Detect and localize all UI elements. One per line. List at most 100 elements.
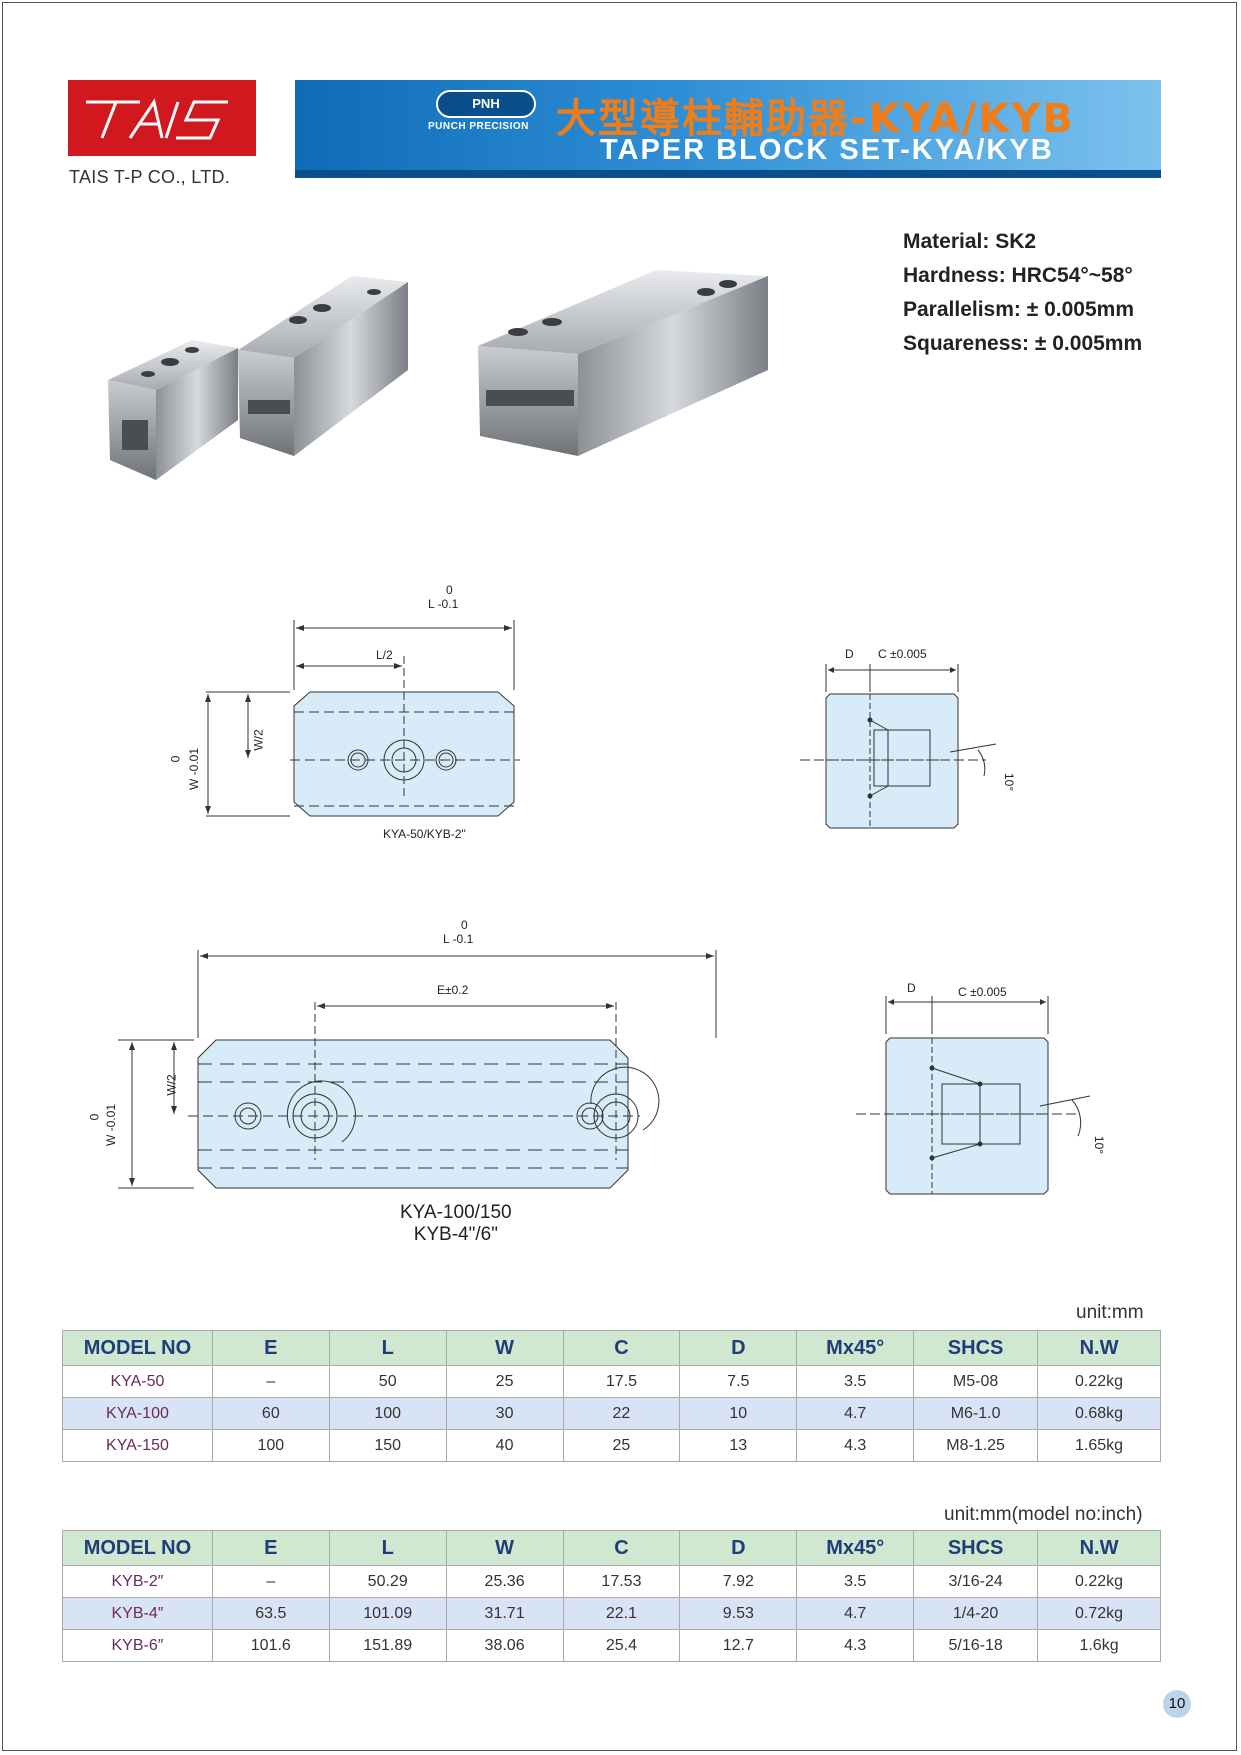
cell: KYB-4″ bbox=[62, 1597, 213, 1630]
cell: 0.68kg bbox=[1037, 1397, 1161, 1430]
cell: 1.65kg bbox=[1037, 1429, 1161, 1462]
cell: 12.7 bbox=[679, 1629, 798, 1662]
cell: 100 bbox=[328, 1397, 447, 1430]
cell: 151.89 bbox=[328, 1629, 447, 1662]
cell: 22.1 bbox=[562, 1597, 681, 1630]
kya-col-model: MODEL NO bbox=[62, 1330, 213, 1366]
cell: KYA-100 bbox=[62, 1397, 213, 1430]
d1-tol-top: 0 bbox=[446, 583, 453, 597]
s2-angle-label: 10° bbox=[1092, 1135, 1107, 1155]
kyb-spec-table: MODEL NO E L W C D Mx45° SHCS N.W KYB-2″… bbox=[62, 1530, 1161, 1662]
kya-col-e: E bbox=[211, 1330, 330, 1366]
cell: 0.22kg bbox=[1037, 1565, 1161, 1598]
cell: 7.92 bbox=[679, 1565, 798, 1598]
d1-length-label: L -0.1 bbox=[428, 597, 459, 611]
d2-caption-line2: KYB-4"/6" bbox=[413, 1224, 498, 1245]
d1-width-label: W -0.01 bbox=[187, 747, 201, 790]
cell: KYB-2″ bbox=[62, 1565, 213, 1598]
cell: 101.6 bbox=[211, 1629, 330, 1662]
kya-col-w: W bbox=[445, 1330, 564, 1366]
kya-col-c: C bbox=[562, 1330, 681, 1366]
kya-spec-table: MODEL NO E L W C D Mx45° SHCS N.W KYA-50… bbox=[62, 1330, 1161, 1462]
cell: 17.5 bbox=[562, 1365, 681, 1398]
kyb-col-l: L bbox=[328, 1530, 447, 1566]
cell: KYB-6″ bbox=[62, 1629, 213, 1662]
cell: 31.71 bbox=[445, 1597, 564, 1630]
cell: 1/4-20 bbox=[913, 1597, 1039, 1630]
d2-width-label: W -0.01 bbox=[104, 1103, 118, 1146]
kyb-col-model: MODEL NO bbox=[62, 1530, 213, 1566]
cell: 100 bbox=[211, 1429, 330, 1462]
drawing-side-large bbox=[856, 996, 1091, 1195]
d1-width-tol: 0 bbox=[168, 755, 183, 763]
small-block bbox=[108, 340, 238, 480]
kyb-col-w: W bbox=[445, 1530, 564, 1566]
material-specs: Material: SK2 Hardness: HRC54°~58° Paral… bbox=[903, 225, 1142, 361]
cell: 7.5 bbox=[679, 1365, 798, 1398]
cell: 25.4 bbox=[562, 1629, 681, 1662]
kyb-unit: unit:mm(model no:inch) bbox=[944, 1504, 1143, 1525]
d2-tol-top: 0 bbox=[461, 918, 468, 932]
spec-hardness: Hardness: HRC54°~58° bbox=[903, 264, 1133, 287]
drawing-side-small bbox=[800, 664, 997, 829]
table-row: KYB-4″ 63.5 101.09 31.71 22.1 9.53 4.7 1… bbox=[62, 1597, 1161, 1630]
cell: 9.53 bbox=[679, 1597, 798, 1630]
table-row: KYB-2″ – 50.29 25.36 17.53 7.92 3.5 3/16… bbox=[62, 1565, 1161, 1598]
s1-angle-label: 10° bbox=[1002, 772, 1017, 792]
table-row: KYA-100 60 100 30 22 10 4.7 M6-1.0 0.68k… bbox=[62, 1397, 1161, 1430]
s2-c-label: C ±0.005 bbox=[958, 985, 1007, 999]
cell: KYA-150 bbox=[62, 1429, 213, 1462]
kyb-col-c: C bbox=[562, 1530, 681, 1566]
cell: 30 bbox=[445, 1397, 564, 1430]
cell: – bbox=[211, 1365, 330, 1398]
d1-caption: KYA-50/KYB-2" bbox=[383, 827, 466, 841]
spec-material: Material: SK2 bbox=[903, 230, 1037, 253]
cell: 25 bbox=[562, 1429, 681, 1462]
cell: 3.5 bbox=[796, 1365, 915, 1398]
drawing-kya50-top bbox=[205, 620, 520, 817]
kyb-col-shcs: SHCS bbox=[913, 1530, 1039, 1566]
cell: 0.72kg bbox=[1037, 1597, 1161, 1630]
d2-length-label: L -0.1 bbox=[443, 932, 474, 946]
cell: 0.22kg bbox=[1037, 1365, 1161, 1398]
drawing-kya100-detail bbox=[118, 950, 717, 1189]
brand-subtitle: PUNCH PRECISION bbox=[428, 121, 529, 132]
title-english: TAPER BLOCK SET-KYA/KYB bbox=[600, 134, 1054, 166]
kya-unit: unit:mm bbox=[1076, 1302, 1144, 1323]
s1-d-label: D bbox=[845, 647, 854, 661]
d2-caption-line1: KYA-100/150 bbox=[400, 1202, 512, 1223]
cell: 101.09 bbox=[328, 1597, 447, 1630]
cell: M8-1.25 bbox=[913, 1429, 1039, 1462]
kya-header-row: MODEL NO E L W C D Mx45° SHCS N.W bbox=[62, 1330, 1161, 1366]
kyb-col-m: Mx45° bbox=[796, 1530, 915, 1566]
large-block bbox=[478, 270, 768, 456]
cell: 50 bbox=[328, 1365, 447, 1398]
pnh-badge: PNH bbox=[436, 90, 536, 118]
kya-col-nw: N.W bbox=[1037, 1330, 1161, 1366]
cell: 4.3 bbox=[796, 1429, 915, 1462]
cell: 10 bbox=[679, 1397, 798, 1430]
product-photo bbox=[108, 270, 768, 480]
kya-col-shcs: SHCS bbox=[913, 1330, 1039, 1366]
cell: 40 bbox=[445, 1429, 564, 1462]
d1-half-width-label: W/2 bbox=[251, 729, 266, 751]
title-chinese: 大型導柱輔助器-KYA/KYB bbox=[556, 96, 1075, 142]
cell: 60 bbox=[211, 1397, 330, 1430]
banner-strip bbox=[295, 170, 1161, 178]
cell: 3/16-24 bbox=[913, 1565, 1039, 1598]
cell: 22 bbox=[562, 1397, 681, 1430]
cell: 150 bbox=[328, 1429, 447, 1462]
cell: 1.6kg bbox=[1037, 1629, 1161, 1662]
table-row: KYA-150 100 150 40 25 13 4.3 M8-1.25 1.6… bbox=[62, 1429, 1161, 1462]
s2-d-label: D bbox=[907, 981, 916, 995]
cell: 50.29 bbox=[328, 1565, 447, 1598]
cell: 4.7 bbox=[796, 1597, 915, 1630]
d2-width-tol: 0 bbox=[87, 1113, 102, 1121]
s1-c-label: C ±0.005 bbox=[878, 647, 927, 661]
cell: 63.5 bbox=[211, 1597, 330, 1630]
d2-caption: KYA-100/150 KYB-4"/6" bbox=[400, 1202, 512, 1246]
cell: 5/16-18 bbox=[913, 1629, 1039, 1662]
cell: 38.06 bbox=[445, 1629, 564, 1662]
cell: 17.53 bbox=[562, 1565, 681, 1598]
